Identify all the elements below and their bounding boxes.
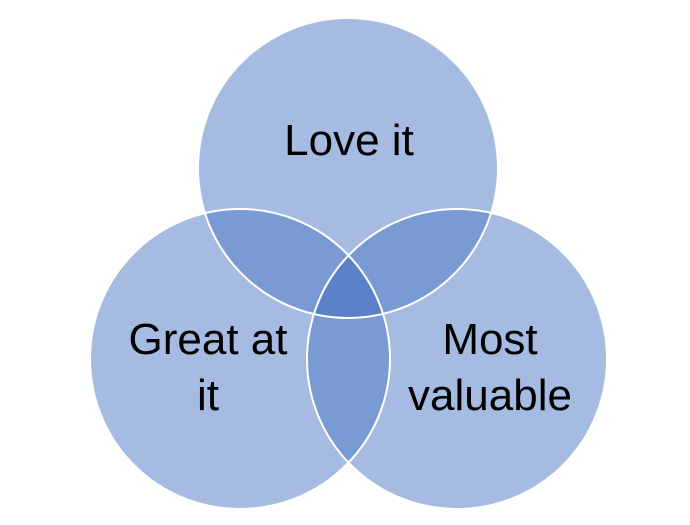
overlap-love-valuable [307, 209, 498, 318]
circle-outlines [89, 17, 608, 510]
label-most-valuable-line2: valuable [408, 371, 572, 420]
label-love-it: Love it [284, 116, 414, 165]
label-great-at-it-line2: it [197, 371, 219, 420]
label-most-valuable-line1: Most [442, 315, 537, 364]
overlap-love-great [198, 209, 390, 318]
label-great-at-it-line1: Great at [129, 315, 288, 364]
